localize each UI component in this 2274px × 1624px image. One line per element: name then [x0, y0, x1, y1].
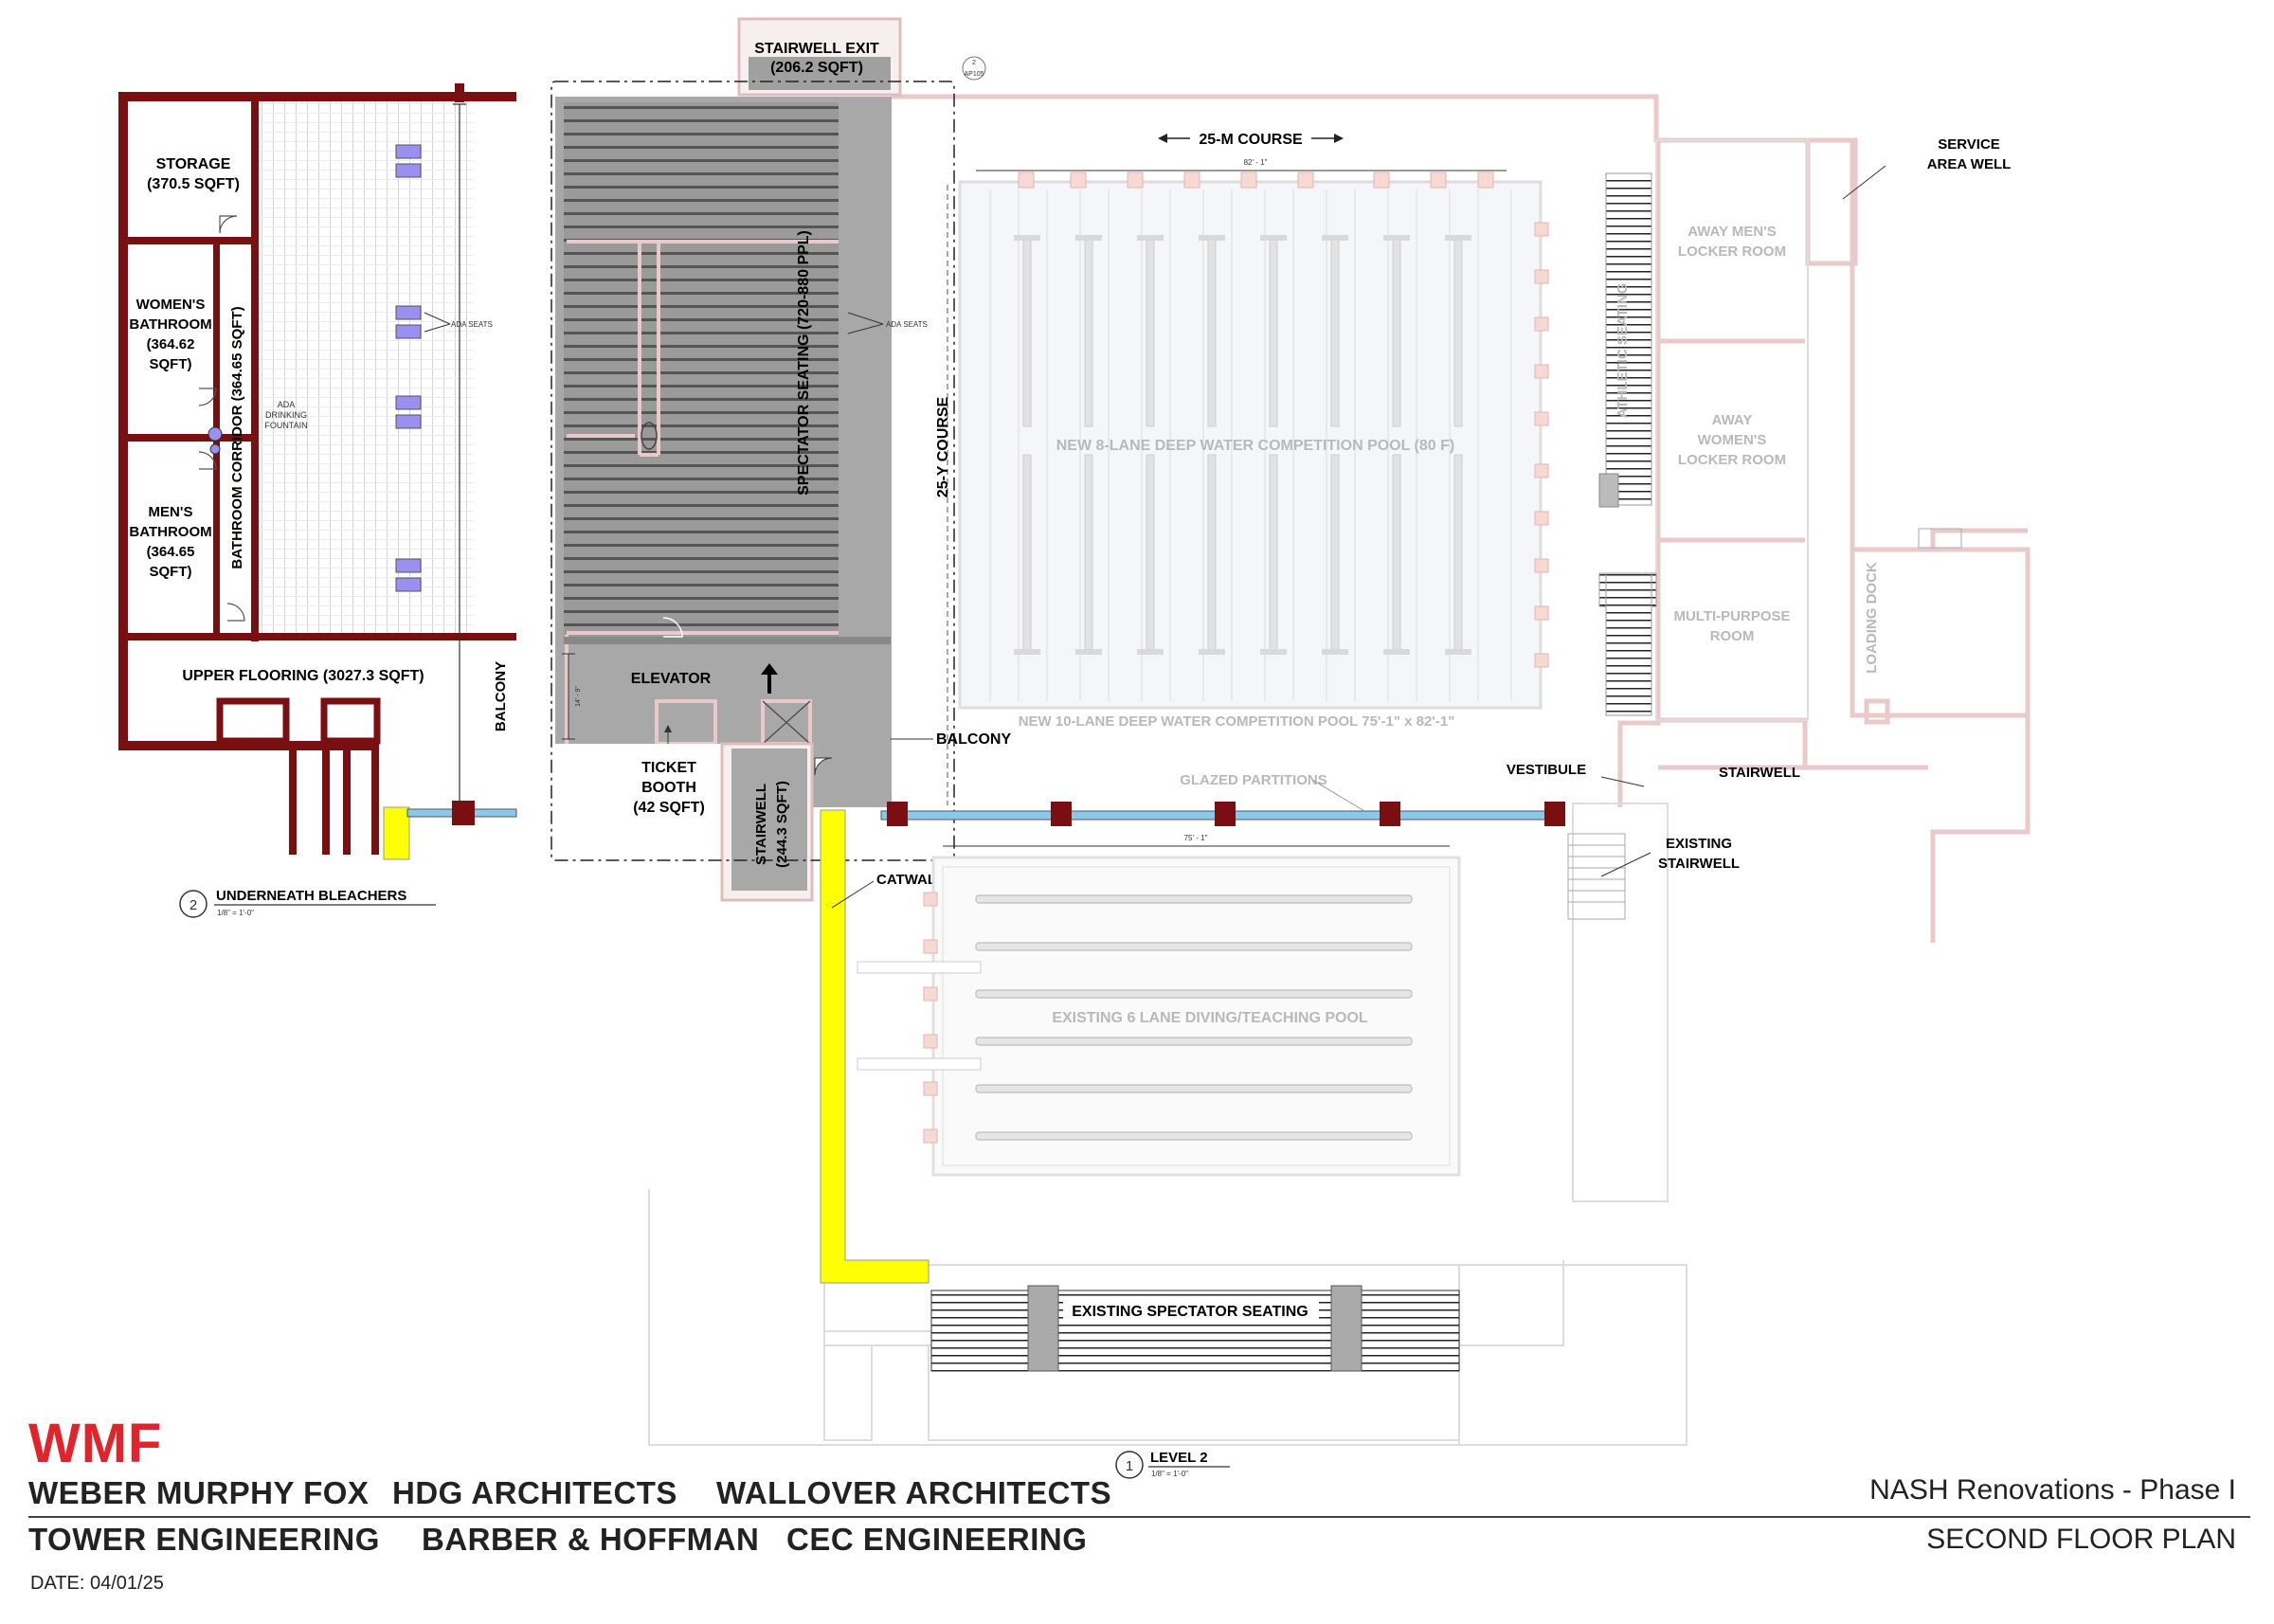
- reference-callout-sheet: AP105: [964, 71, 984, 78]
- new-8-lane-pool-label: NEW 8-LANE DEEP WATER COMPETITION POOL (…: [1056, 438, 1454, 454]
- ada-seats-left-label: ADA SEATS: [451, 320, 493, 329]
- womens-bathroom-area-2: SQFT): [150, 356, 192, 372]
- loading-dock-label: LOADING DOCK: [1864, 562, 1880, 674]
- ada-fountain-label-3: FOUNTAIN: [264, 421, 307, 430]
- athletic-seating-label: ATHLETIC SEATING: [1615, 283, 1631, 419]
- underneath-bleachers-title: UNDERNEATH BLEACHERS: [216, 888, 406, 904]
- balcony-label: BALCONY: [936, 731, 1011, 748]
- upper-flooring-label: UPPER FLOORING (3027.3 SQFT): [182, 668, 424, 684]
- lower-stairwell-label: STAIRWELL: [753, 784, 769, 865]
- storage-area-label: (370.5 SQFT): [147, 176, 240, 192]
- title-block: WMF WEBER MURPHY FOX HDG ARCHITECTS WALL…: [0, 1412, 2274, 1624]
- reference-callout-number: 2: [972, 60, 976, 66]
- dimension-14ft: 14' - 9": [575, 686, 582, 707]
- service-area-well-label-2: AREA WELL: [1927, 156, 2012, 172]
- existing-pool-label: EXISTING 6 LANE DIVING/TEACHING POOL: [1052, 1010, 1368, 1026]
- course-25m-label: 25-M COURSE: [1199, 132, 1303, 148]
- away-womens-locker-label-2: WOMEN'S: [1698, 432, 1767, 448]
- ada-seats-right-label: ADA SEATS: [886, 320, 928, 329]
- womens-bathroom-label: WOMEN'S: [136, 297, 206, 313]
- ticket-booth-label: TICKET: [641, 760, 696, 776]
- structural-columns: [887, 802, 1565, 826]
- mens-bathroom-area-2: SQFT): [150, 564, 192, 580]
- existing-spectator-label: EXISTING SPECTATOR SEATING: [1072, 1304, 1308, 1320]
- underneath-bleachers-plan: STORAGE (370.5 SQFT) WOMEN'S BATHROOM (3…: [118, 83, 517, 918]
- firm-cec-engineering: CEC ENGINEERING: [786, 1522, 1088, 1557]
- underneath-scale: 1/8" = 1'-0": [217, 909, 254, 917]
- wmf-logo: WMF: [28, 1413, 163, 1474]
- existing-stairwell-label-2: STAIRWELL: [1658, 856, 1740, 872]
- mens-bathroom-label-2: BATHROOM: [129, 524, 211, 540]
- level-2-plan: STAIRWELL EXIT (206.2 SQFT) 2 AP105: [550, 17, 2030, 1479]
- away-womens-locker-label: AWAY: [1712, 412, 1753, 428]
- away-mens-locker-label: AWAY MEN'S: [1687, 224, 1777, 240]
- glazed-partitions-label: GLAZED PARTITIONS: [1180, 772, 1327, 788]
- firm-tower-engineering: TOWER ENGINEERING: [28, 1522, 380, 1557]
- catwalk-label: CATWALK: [876, 872, 947, 888]
- project-name: NASH Renovations - Phase I: [1869, 1474, 2236, 1506]
- firm-weber-murphy-fox: WEBER MURPHY FOX: [28, 1475, 370, 1510]
- level2-callout-number: 1: [1126, 1458, 1133, 1474]
- firm-wallover-architects: WALLOVER ARCHITECTS: [716, 1475, 1112, 1510]
- elevator-label: ELEVATOR: [631, 671, 712, 687]
- service-area-well-label: SERVICE: [1938, 136, 2000, 153]
- ada-seats-left: [395, 144, 422, 592]
- stairwell-exit-label: STAIRWELL EXIT: [754, 41, 879, 57]
- reference-callout: [962, 56, 986, 81]
- title-divider: [28, 1516, 2250, 1518]
- firm-barber-hoffman: BARBER & HOFFMAN: [422, 1522, 760, 1557]
- dimension-82ft: 82' - 1": [1244, 158, 1268, 167]
- new-competition-pool: 82' - 1" NEW 8-LANE DEEP WATER COMPETITI…: [958, 158, 1549, 730]
- multi-purpose-room-label: MULTI-PURPOSE: [1673, 608, 1790, 624]
- lower-stairwell-area: (244.3 SQFT): [774, 781, 790, 868]
- ticket-booth-label-2: BOOTH: [641, 780, 696, 796]
- womens-bathroom-area: (364.62: [147, 336, 195, 352]
- drawing-date: DATE: 04/01/25: [30, 1573, 164, 1594]
- storage-label: STORAGE: [156, 156, 231, 172]
- level2-title: LEVEL 2: [1150, 1450, 1208, 1466]
- existing-diving-pool: 75' - 1" EXISTING 6 LANE DIVING/TEACHING…: [857, 834, 1461, 1177]
- new-10-lane-pool-label: NEW 10-LANE DEEP WATER COMPETITION POOL …: [1019, 713, 1455, 730]
- dimension-75ft: 75' - 1": [1184, 834, 1208, 842]
- womens-bathroom-label-2: BATHROOM: [129, 316, 211, 333]
- stairwell-right-label: STAIRWELL: [1719, 765, 1800, 781]
- mens-bathroom-label: MEN'S: [149, 504, 193, 520]
- multi-purpose-room-label-2: ROOM: [1710, 628, 1755, 644]
- level2-callout-circle: [1115, 1451, 1144, 1479]
- stairwell-exit-area: (206.2 SQFT): [770, 60, 863, 76]
- mens-bathroom-area: (364.65: [147, 544, 195, 560]
- sheet-title: SECOND FLOOR PLAN: [1926, 1524, 2236, 1555]
- away-womens-locker-label-3: LOCKER ROOM: [1678, 452, 1786, 468]
- spectator-seating-label: SPECTATOR SEATING (720-880 PPL): [796, 230, 812, 496]
- ticket-booth-area: (42 SQFT): [633, 800, 705, 816]
- away-mens-locker-label-2: LOCKER ROOM: [1678, 244, 1786, 260]
- course-25y-label: 25-Y COURSE: [935, 396, 951, 497]
- detail-callout-circle: [179, 890, 208, 918]
- firm-hdg-architects: HDG ARCHITECTS: [392, 1475, 677, 1510]
- existing-stairwell-label: EXISTING: [1666, 836, 1732, 852]
- ada-fountain-label: ADA: [278, 400, 296, 409]
- catwalk-path: [820, 809, 929, 1284]
- vestibule-label: VESTIBULE: [1507, 762, 1586, 778]
- balcony-vertical-label: BALCONY: [493, 661, 509, 731]
- level2-scale: 1/8" = 1'-0": [1151, 1470, 1188, 1478]
- ada-fountain-label-2: DRINKING: [265, 410, 307, 420]
- bathroom-corridor-label: BATHROOM CORRIDOR (364.65 SQFT): [229, 306, 245, 568]
- detail-callout-number: 2: [190, 897, 197, 913]
